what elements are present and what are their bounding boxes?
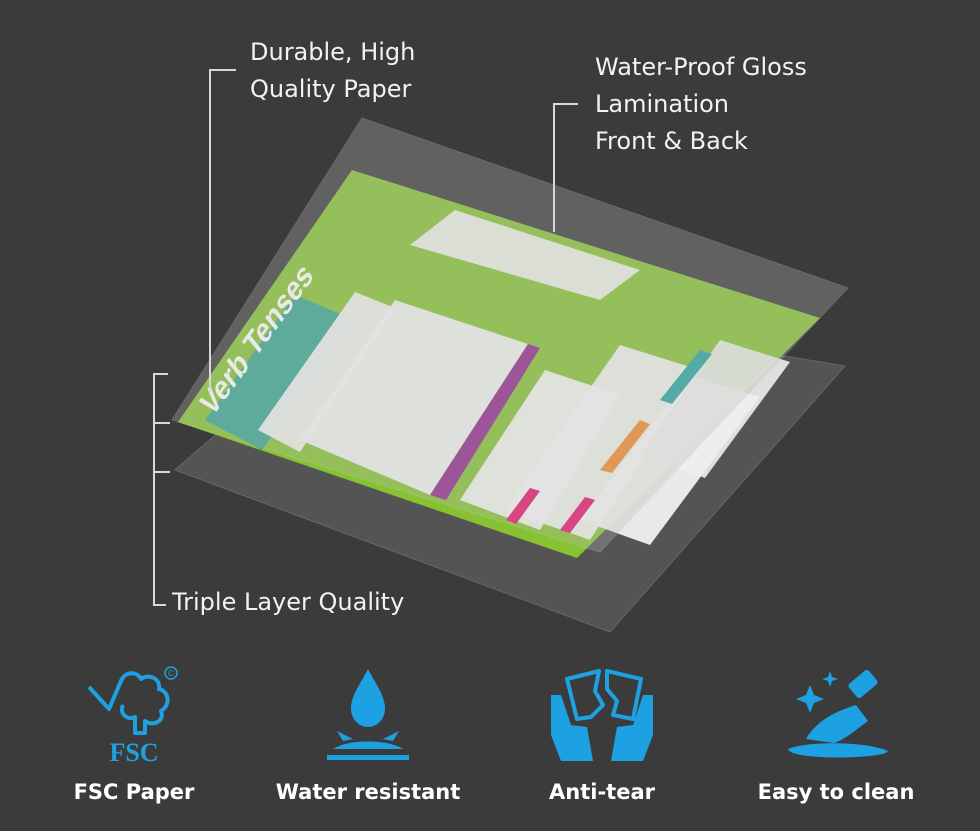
torn-paper-hands-icon (551, 669, 653, 761)
feature-clean-label: Easy to clean (757, 780, 915, 804)
feature-fsc: C FSC FSC Paper (24, 660, 244, 804)
feature-antitear: Anti-tear (492, 660, 712, 804)
feature-water-label: Water resistant (275, 780, 461, 804)
svg-text:C: C (168, 669, 174, 678)
layered-poster-illustration: Verb Tenses (153, 69, 849, 633)
fsc-badge-text: FSC (109, 738, 158, 765)
feature-fsc-label: FSC Paper (73, 780, 195, 804)
feature-clean: Easy to clean (726, 660, 946, 804)
top-gloss-laminate-layer (171, 117, 849, 553)
callout-gloss-line2: Lamination (595, 90, 730, 118)
feature-antitear-label: Anti-tear (549, 780, 655, 804)
callout-line-gloss (553, 103, 578, 232)
cleaning-spray-icon (788, 669, 888, 758)
callout-gloss-line3: Front & Back (595, 127, 748, 155)
callout-paper: Durable, High Quality Paper (250, 34, 415, 108)
callout-paper-line1: Durable, High (250, 38, 416, 66)
callout-line-paper (209, 69, 236, 395)
water-drop-icon (327, 669, 409, 760)
callout-gloss: Water-Proof Gloss Lamination Front & Bac… (595, 49, 807, 160)
callout-gloss-line1: Water-Proof Gloss (595, 53, 807, 81)
feature-water: Water resistant (258, 660, 478, 804)
fsc-tree-icon: C FSC (87, 666, 178, 765)
callout-triple: Triple Layer Quality (172, 588, 405, 616)
callout-line-triple (153, 373, 168, 606)
callout-paper-line2: Quality Paper (250, 75, 412, 103)
